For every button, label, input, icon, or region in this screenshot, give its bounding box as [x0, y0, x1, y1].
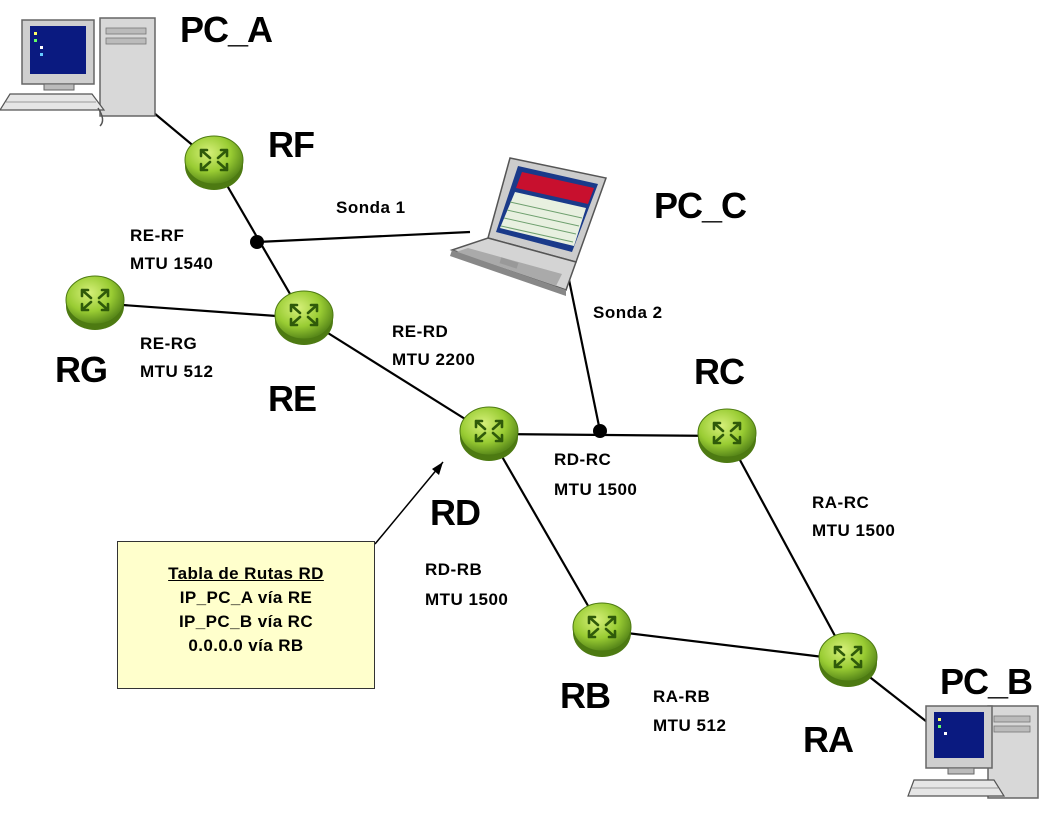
link-label-ra-rb-name: RA-RB	[653, 687, 710, 706]
link-label-ra-rc-name: RA-RC	[812, 493, 869, 512]
link-label-rd-rc-name: RD-RC	[554, 450, 611, 469]
link-rd-rb	[488, 433, 603, 631]
router-rf-icon	[183, 134, 245, 192]
label-sonda-2: Sonda 2	[593, 303, 663, 322]
callout-line	[374, 461, 444, 545]
link-rb-ra	[601, 628, 849, 662]
label-rb: RB	[560, 675, 610, 716]
label-pc-c: PC_C	[654, 185, 747, 226]
route-table-callout: Tabla de Rutas RD IP_PC_A vía RE IP_PC_B…	[117, 541, 375, 689]
link-label-re-rd-mtu: MTU 2200	[392, 350, 475, 369]
router-rd-icon	[458, 405, 520, 463]
link-re-rd	[303, 317, 490, 435]
probe-dot-1	[250, 235, 264, 249]
link-rg-re	[94, 301, 305, 320]
label-rf: RF	[268, 124, 314, 165]
link-rd-rc	[488, 432, 728, 438]
probe-line-1	[256, 230, 471, 244]
label-re: RE	[268, 378, 316, 419]
link-label-rd-rb-name: RD-RB	[425, 560, 482, 579]
link-label-ra-rb-mtu: MTU 512	[653, 716, 726, 735]
route-table-row: IP_PC_A vía RE	[179, 588, 313, 607]
link-label-re-rg-name: RE-RG	[140, 334, 197, 353]
callout-arrowhead	[432, 462, 443, 475]
link-rc-ra	[726, 435, 849, 661]
link-label-re-rg-mtu: MTU 512	[140, 362, 213, 381]
link-label-rd-rb-mtu: MTU 1500	[425, 590, 508, 609]
probe-line-2	[565, 269, 602, 432]
router-rc-icon	[696, 407, 758, 465]
label-rg: RG	[55, 349, 107, 390]
pc-b-desktop-icon	[907, 705, 1039, 799]
link-label-rd-rc-mtu: MTU 1500	[554, 480, 637, 499]
link-label-re-rf-mtu: MTU 1540	[130, 254, 213, 273]
router-rg-icon	[64, 274, 126, 332]
links	[94, 107, 951, 741]
link-label-re-rf-name: RE-RF	[130, 226, 184, 245]
label-pc-a: PC_A	[180, 9, 273, 50]
router-ra-icon	[817, 631, 879, 689]
router-re-icon	[273, 289, 335, 347]
route-table-row: 0.0.0.0 vía RB	[188, 636, 304, 655]
route-table-title: Tabla de Rutas RD	[168, 564, 324, 583]
label-pc-b: PC_B	[940, 661, 1032, 702]
label-rd: RD	[430, 492, 480, 533]
pc-c-laptop-icon	[449, 157, 607, 296]
label-rc: RC	[694, 351, 745, 392]
label-ra: RA	[803, 719, 854, 760]
label-sonda-1: Sonda 1	[336, 198, 406, 217]
link-label-ra-rc-mtu: MTU 1500	[812, 521, 895, 540]
link-label-re-rd-name: RE-RD	[392, 322, 448, 341]
router-rb-icon	[571, 601, 633, 659]
route-table-row: IP_PC_B vía RC	[178, 612, 314, 631]
probe-dot-2	[593, 424, 607, 438]
pc-a-desktop-icon	[0, 17, 156, 127]
